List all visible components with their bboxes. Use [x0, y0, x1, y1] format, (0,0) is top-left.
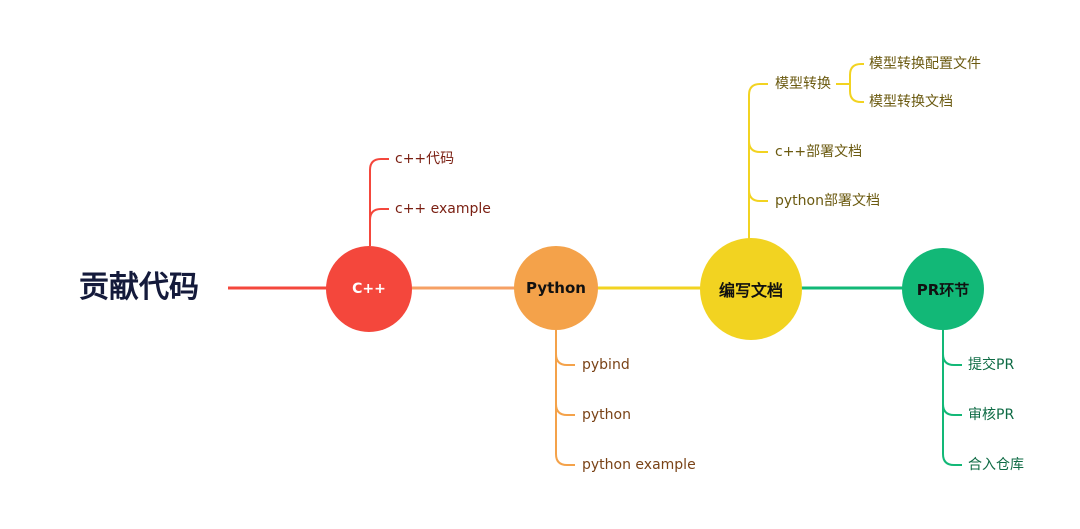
- docs-child-cpp-deploy[interactable]: c++部署文档: [775, 144, 863, 160]
- node-pr-label: PR环节: [916, 280, 970, 299]
- docs-branch-cpp: [748, 140, 768, 153]
- cpp-child-example[interactable]: c++ example: [395, 201, 491, 217]
- cpp-branch-example: [369, 208, 389, 221]
- pr-child-merge[interactable]: 合入仓库: [968, 457, 1024, 473]
- docs-child-model-conversion[interactable]: 模型转换: [775, 76, 831, 92]
- pr-branch-review: [942, 403, 962, 416]
- python-branch-trunk: [555, 330, 575, 466]
- python-child-python[interactable]: python: [582, 407, 631, 423]
- pr-child-review[interactable]: 审核PR: [968, 407, 1015, 423]
- node-python-label: Python: [526, 279, 586, 297]
- root-topic: 贡献代码: [79, 270, 199, 305]
- pr-branch-submit: [942, 353, 962, 366]
- docs-sub-trunk: [849, 63, 864, 84]
- cpp-child-code[interactable]: c++代码: [395, 151, 455, 167]
- cpp-branch-trunk: [369, 158, 389, 246]
- node-cpp-label: C++: [352, 281, 386, 297]
- node-python[interactable]: Python: [514, 246, 598, 330]
- docs-branch-trunk: [748, 83, 768, 240]
- docs-sub-trunk-2: [849, 84, 864, 103]
- docs-grandchild-doc[interactable]: 模型转换文档: [869, 94, 953, 110]
- node-pr[interactable]: PR环节: [902, 248, 984, 330]
- python-branch-python: [555, 403, 575, 416]
- pr-branch-trunk: [942, 330, 962, 466]
- docs-child-python-deploy[interactable]: python部署文档: [775, 193, 880, 209]
- node-docs-label: 编写文档: [718, 281, 783, 300]
- node-cpp[interactable]: C++: [326, 246, 412, 332]
- python-child-pybind[interactable]: pybind: [582, 357, 630, 373]
- docs-grandchild-config[interactable]: 模型转换配置文件: [869, 56, 981, 72]
- pr-child-submit[interactable]: 提交PR: [968, 357, 1015, 373]
- python-child-example[interactable]: python example: [582, 457, 696, 473]
- docs-branch-python: [748, 189, 768, 202]
- python-branch-pybind: [555, 353, 575, 366]
- node-docs[interactable]: 编写文档: [700, 238, 802, 340]
